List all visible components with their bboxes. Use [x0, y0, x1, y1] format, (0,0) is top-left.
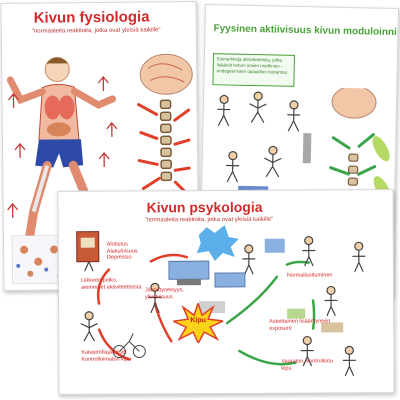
kipu-burst [173, 303, 224, 344]
info-box: Esimerkkejä aktiviteeteista, jotka lisää… [212, 53, 296, 87]
psychology-illustrations [76, 225, 366, 376]
poster-title: Fyysinen aktiivisuus kivun moduloinnissa [213, 23, 400, 39]
kipu-label: Kipu [190, 317, 206, 325]
poster-subtitle: "normaaleita reaktioita, jotka ovat ylei… [31, 27, 161, 35]
label-katastrofiajatukset: Katastrofiajatukset Kontrolloimaton kipu [81, 349, 132, 363]
label-asteittainen: Asteittainen lisääntyneen exposure [269, 318, 331, 332]
label-vaaraton: Vaaraton, kontrolloitu kipu [281, 358, 333, 372]
poster-title: Kivun fysiologia [33, 8, 150, 27]
label-normalisoituminen: Normalisoituminen [286, 272, 333, 279]
poster-psychology: Kivun psykologia "normaaleita reaktioita… [57, 189, 395, 395]
label-liikkeen-pelko: Liikkeen pelko, aiemmuet aktiviteetteist… [80, 277, 142, 291]
label-jannittyneisyys: Jännittyneisyys, ylivalvisuus [144, 287, 184, 300]
label-ahdistus: Ahdistus Alakuloisuus Depressio [106, 241, 138, 261]
